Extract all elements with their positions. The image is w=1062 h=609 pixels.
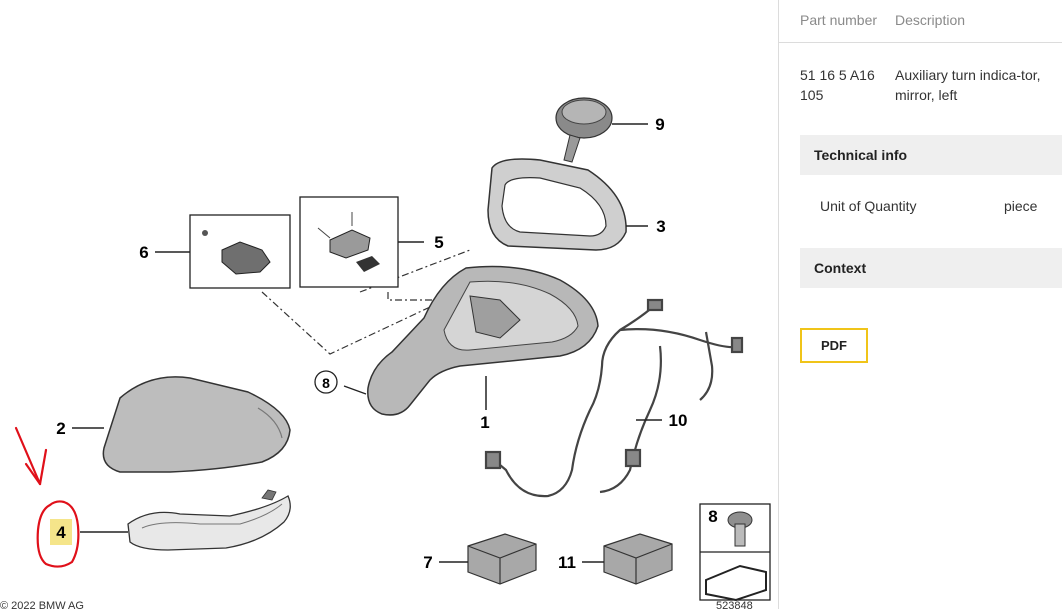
callout-8-inset[interactable]: 8 bbox=[708, 507, 717, 526]
part-6-bracket-box[interactable] bbox=[152, 214, 291, 289]
svg-text:4: 4 bbox=[56, 523, 66, 542]
part-3-mirror-frame[interactable] bbox=[487, 158, 648, 251]
svg-text:1: 1 bbox=[480, 413, 489, 432]
callout-11[interactable]: 11 bbox=[552, 550, 582, 574]
copyright-text: © 2022 BMW AG bbox=[0, 600, 84, 609]
callout-3[interactable]: 3 bbox=[650, 214, 672, 238]
callout-8[interactable]: 8 bbox=[314, 370, 338, 394]
svg-text:8: 8 bbox=[708, 507, 717, 526]
red-arrow-icon bbox=[14, 426, 42, 486]
red-circle-icon bbox=[36, 500, 80, 568]
callout-2[interactable]: 2 bbox=[50, 416, 72, 440]
part-2-mirror-cap[interactable] bbox=[68, 376, 291, 473]
unit-of-quantity-label: Unit of Quantity bbox=[820, 198, 917, 214]
part-detail-panel: Part number Description 51 16 5 A16 105 … bbox=[779, 0, 1062, 609]
col-header-part-number: Part number bbox=[800, 12, 878, 28]
callout-1[interactable]: 1 bbox=[474, 410, 496, 434]
callout-10[interactable]: 10 bbox=[662, 408, 694, 432]
parts-diagram: 1 2 3 4 5 6 7 8 8 bbox=[0, 97, 771, 609]
unit-of-quantity-value: piece bbox=[1004, 198, 1038, 214]
callout-4[interactable]: 4 bbox=[50, 519, 72, 545]
svg-text:3: 3 bbox=[656, 217, 665, 236]
drawing-number: 523848 bbox=[716, 600, 753, 609]
part-8-screw-inset[interactable] bbox=[699, 503, 771, 602]
pdf-button[interactable]: PDF bbox=[800, 328, 868, 363]
part-7-kit[interactable] bbox=[438, 533, 537, 585]
part-5-mount-box[interactable] bbox=[299, 196, 424, 288]
callout-7[interactable]: 7 bbox=[417, 550, 439, 574]
red-annotation bbox=[14, 426, 80, 568]
part-11-kit[interactable] bbox=[580, 533, 673, 585]
svg-text:11: 11 bbox=[558, 553, 576, 572]
panel-divider bbox=[778, 0, 779, 609]
part-4-turn-indicator[interactable] bbox=[80, 489, 291, 551]
callout-6[interactable]: 6 bbox=[133, 240, 155, 264]
header-divider bbox=[779, 42, 1062, 43]
part-description-value: Auxiliary turn indica-tor, mirror, left bbox=[895, 67, 1041, 103]
svg-text:6: 6 bbox=[139, 243, 148, 262]
svg-text:2: 2 bbox=[56, 419, 65, 438]
context-header[interactable]: Context bbox=[800, 248, 1062, 288]
part-10-wiring-harness[interactable] bbox=[484, 298, 744, 498]
technical-info-header[interactable]: Technical info bbox=[800, 135, 1062, 175]
svg-text:5: 5 bbox=[434, 233, 443, 252]
part-9-motor[interactable] bbox=[555, 97, 648, 163]
svg-text:10: 10 bbox=[669, 411, 688, 430]
svg-text:7: 7 bbox=[423, 553, 432, 572]
svg-text:9: 9 bbox=[655, 115, 664, 134]
part-1-mirror-base[interactable] bbox=[343, 265, 599, 416]
svg-text:8: 8 bbox=[322, 375, 330, 391]
callout-5[interactable]: 5 bbox=[428, 230, 450, 254]
part-number-value: 51 16 5 A16 105 bbox=[800, 67, 875, 103]
callout-9[interactable]: 9 bbox=[649, 112, 671, 136]
col-header-description: Description bbox=[895, 12, 966, 28]
